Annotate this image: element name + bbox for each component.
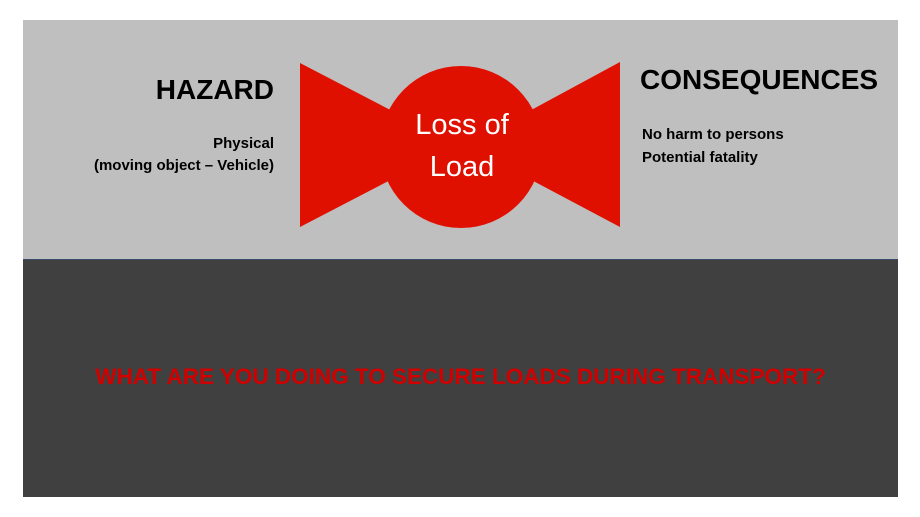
bowtie-left-wing	[300, 63, 400, 227]
hazard-title: HAZARD	[155, 74, 274, 105]
consequence-item: Potential fatality	[642, 149, 758, 166]
consequence-item: No harm to persons	[642, 126, 784, 143]
bottom-panel	[23, 259, 898, 497]
consequences-list: No harm to persons Potential fatality	[642, 123, 784, 169]
bowtie-right-wing	[522, 62, 620, 227]
hazard-detail: Physical (moving object – Vehicle)	[94, 133, 274, 177]
consequences-title: CONSEQUENCES	[640, 64, 879, 95]
hazard-detail-line: (moving object – Vehicle)	[93, 157, 274, 174]
event-label: Loss of Load	[380, 104, 544, 188]
event-label-line: Load	[429, 151, 495, 183]
bowtie-center-knot	[380, 66, 542, 228]
hazard-detail-line: Physical	[213, 135, 274, 152]
question-text: WHAT ARE YOU DOING TO SECURE LOADS DURIN…	[95, 364, 826, 389]
event-label-line: Loss of	[415, 109, 509, 141]
